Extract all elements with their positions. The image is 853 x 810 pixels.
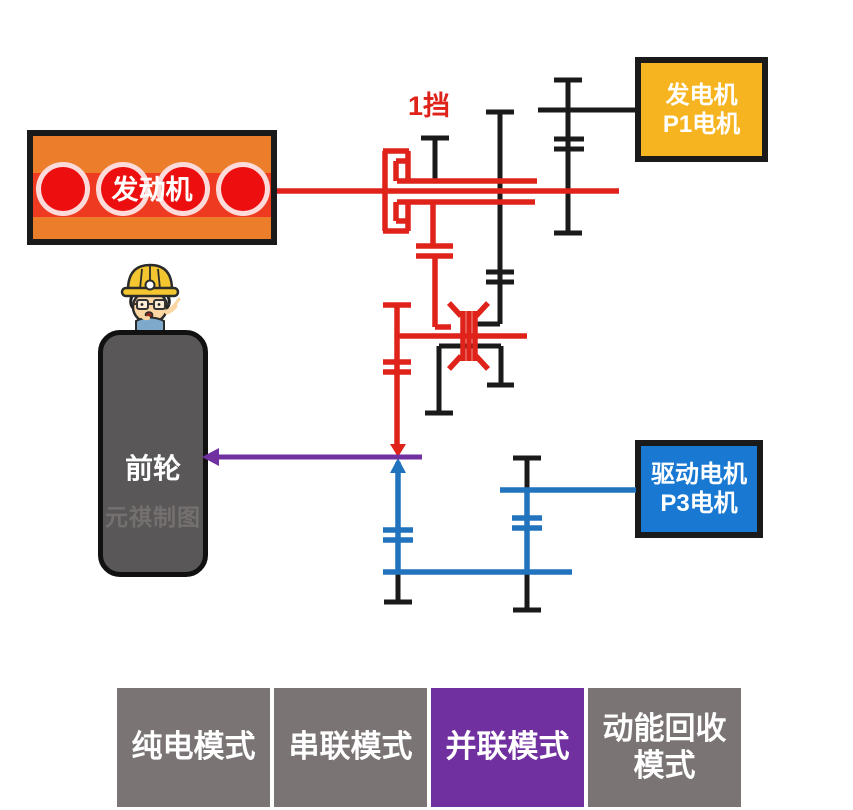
- mascot-hair: [129, 295, 171, 309]
- engine-power-lines: [277, 148, 619, 446]
- generator-p1-box: 发电机 P1电机: [635, 57, 768, 162]
- black-gear-lines: [384, 77, 635, 613]
- mode-tile-series[interactable]: 串联模式: [274, 688, 427, 807]
- mode-tile-pure-ev[interactable]: 纯电模式: [117, 688, 270, 807]
- hard-hat: [126, 263, 174, 292]
- engine-label: 发动机: [111, 175, 193, 205]
- hat-lamp: [144, 279, 156, 291]
- engine-box: 发动机: [27, 130, 277, 245]
- synchronizer-symbol: [446, 301, 491, 371]
- engine-cylinder: [96, 162, 150, 216]
- red-down-arrowhead: [390, 444, 406, 457]
- engine-cylinder: [216, 162, 270, 216]
- mode-selector: 纯电模式 串联模式 并联模式 动能回收模式: [117, 688, 741, 807]
- engine-cylinder: [36, 162, 90, 216]
- glasses-right: [153, 299, 166, 310]
- mascot-mouth: [144, 311, 154, 319]
- mascot-face: [131, 289, 169, 325]
- hard-hat-brim: [120, 286, 180, 298]
- engineer-mascot-illustration: [120, 263, 181, 333]
- front-wheel-box: 前轮 元祺制图: [98, 330, 208, 577]
- watermark: 元祺制图: [105, 504, 201, 530]
- mode-tile-regen[interactable]: 动能回收模式: [588, 688, 741, 807]
- blue-up-arrowhead: [390, 458, 406, 473]
- drive-motor-label-line1: 驱动电机: [651, 461, 747, 488]
- generator-label-line2: P1电机: [662, 110, 741, 138]
- pointing-hand: [164, 303, 178, 315]
- engine-cylinder: [156, 162, 210, 216]
- drive-motor-label-line2: P3电机: [660, 490, 738, 517]
- gear1-red: [416, 202, 453, 330]
- drive-motor-p3-box: 驱动电机 P3电机: [635, 440, 763, 538]
- front-wheel-label: 前轮: [124, 453, 181, 484]
- p3-motor-lines: [383, 462, 636, 575]
- glasses-left: [136, 299, 149, 310]
- gear-1-label: 1挡: [408, 91, 451, 121]
- generator-label-line1: 发电机: [665, 81, 738, 109]
- output-arrow: [202, 448, 422, 466]
- mode-tile-parallel[interactable]: 并联模式: [431, 688, 584, 807]
- clutch-symbol: [382, 148, 411, 234]
